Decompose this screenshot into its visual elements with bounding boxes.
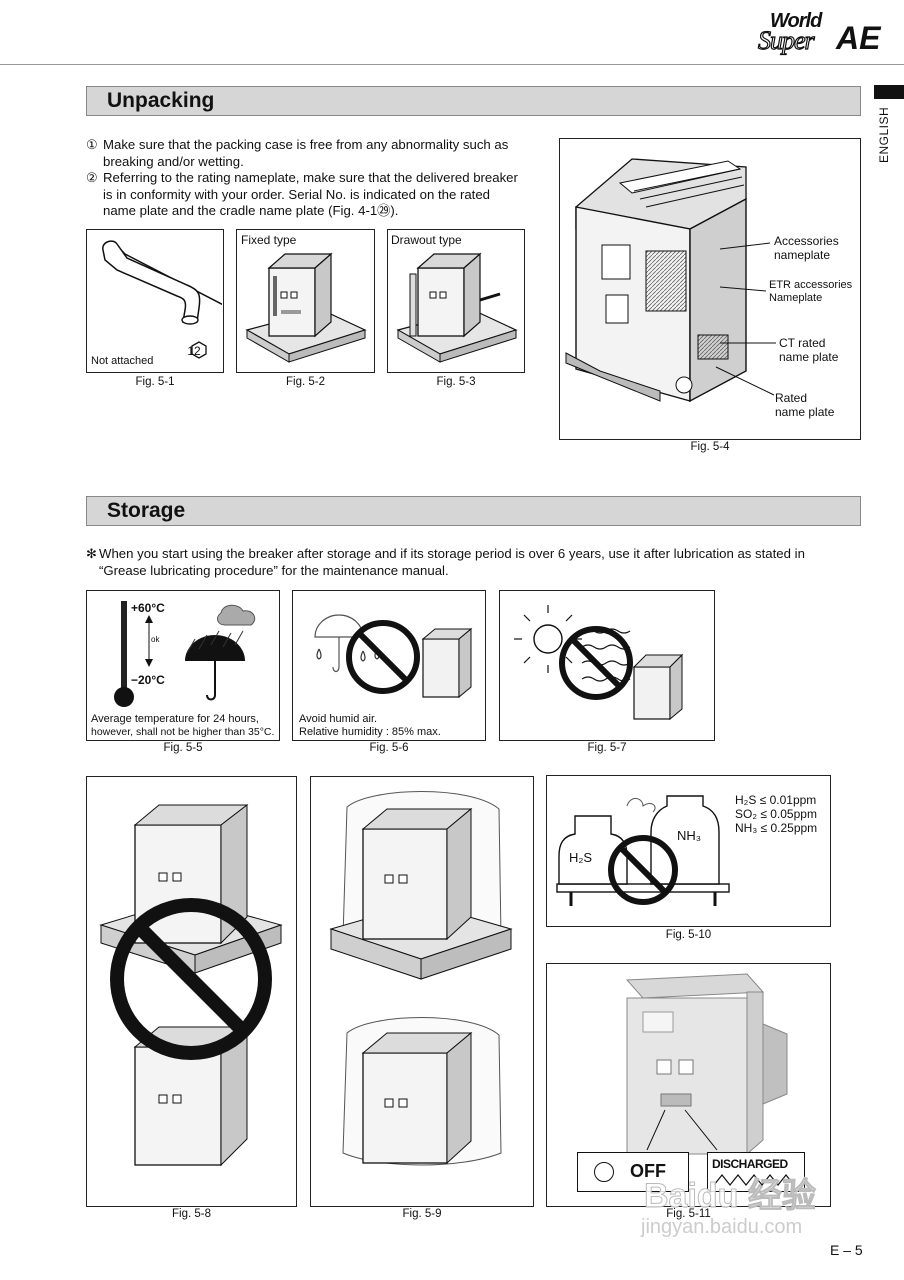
figure-5-4-caption: Fig. 5-4 bbox=[690, 441, 730, 453]
figure-5-8 bbox=[86, 776, 297, 1207]
fixed-type-label: Fixed type bbox=[241, 233, 297, 247]
spring-icon bbox=[713, 1174, 795, 1186]
discharged-label: DISCHARGED bbox=[712, 1157, 788, 1171]
figure-5-1-caption: Fig. 5-1 bbox=[135, 376, 175, 388]
h2s-limit: H₂S ≤ 0.01ppm bbox=[735, 793, 817, 807]
figure-5-2-caption: Fig. 5-2 bbox=[286, 376, 325, 388]
step-1: ① Make sure that the packing case is fre… bbox=[86, 137, 509, 169]
temp-text-2: however, shall not be higher than 35°C. bbox=[91, 726, 275, 738]
figure-5-6: Avoid humid air. Relative humidity : 85%… bbox=[292, 590, 486, 741]
ok-range-label: ok bbox=[151, 635, 160, 644]
bottle-h2s-label: H₂S bbox=[569, 850, 593, 865]
watermark-logo: Baidu 经验 bbox=[644, 1177, 817, 1216]
figure-5-5-caption: Fig. 5-5 bbox=[163, 742, 203, 754]
figure-5-10-caption: Fig. 5-10 bbox=[665, 929, 712, 941]
no-stacking-illustration bbox=[99, 803, 283, 1167]
unpacking-steps: ① Make sure that the packing case is fre… bbox=[86, 137, 536, 220]
etr-accessories-nameplate-label: ETR accessories Nameplate bbox=[769, 279, 853, 304]
header-rule bbox=[0, 64, 904, 65]
covered-storage-illustration bbox=[329, 791, 513, 1166]
nameplate-locations-illustration bbox=[565, 158, 776, 403]
min-temp-label: −20°C bbox=[131, 673, 165, 687]
logo-super: Super bbox=[757, 25, 815, 55]
discharged-indicator-callout: DISCHARGED bbox=[707, 1152, 805, 1192]
page-number: E – 5 bbox=[830, 1242, 863, 1258]
figure-5-11-caption: Fig. 5-11 bbox=[666, 1208, 711, 1220]
temperature-illustration bbox=[114, 601, 256, 707]
breaker-photo-illustration bbox=[625, 973, 788, 1156]
off-indicator-callout: OFF bbox=[577, 1152, 689, 1192]
not-attached-note: Not attached bbox=[91, 355, 154, 367]
humidity-text-1: Avoid humid air. bbox=[299, 713, 378, 725]
off-circle-icon bbox=[594, 1162, 614, 1182]
figure-5-2: Fixed type bbox=[236, 229, 375, 373]
drawout-type-label: Drawout type bbox=[391, 233, 462, 247]
note-mark: ✻ bbox=[86, 546, 98, 561]
figure-5-7-caption: Fig. 5-7 bbox=[587, 742, 627, 754]
bottle-nh3-label: NH₃ bbox=[677, 828, 702, 843]
figure-5-6-caption: Fig. 5-6 bbox=[369, 742, 409, 754]
figure-5-7 bbox=[499, 590, 715, 741]
watermark-url: jingyan.baidu.com bbox=[641, 1216, 803, 1238]
logo-world: World bbox=[770, 10, 822, 32]
humidity-illustration bbox=[314, 614, 473, 699]
figure-5-4: Accessories nameplate ETR accessories Na… bbox=[559, 138, 861, 440]
fixed-breaker-illustration bbox=[245, 252, 367, 363]
hex-wrench-illustration bbox=[102, 240, 222, 359]
ct-rated-nameplate-label: CT rated name plate bbox=[779, 336, 839, 364]
max-temp-label: +60°C bbox=[131, 601, 165, 615]
section-header-storage: Storage bbox=[86, 496, 861, 526]
drawout-breaker-illustration bbox=[396, 252, 518, 363]
figure-5-5: +60°C ok −20°C Average temperature for 2… bbox=[86, 590, 280, 741]
corrosive-gas-illustration bbox=[556, 795, 730, 906]
figure-5-3-caption: Fig. 5-3 bbox=[436, 376, 476, 388]
figure-5-9 bbox=[310, 776, 534, 1207]
figure-5-9-caption: Fig. 5-9 bbox=[402, 1208, 442, 1220]
side-tab bbox=[874, 85, 904, 99]
direct-sunlight-illustration bbox=[514, 605, 684, 721]
figure-5-11: OFF DISCHARGED bbox=[546, 963, 831, 1207]
nh3-limit: NH₃ ≤ 0.25ppm bbox=[735, 821, 818, 835]
language-label: ENGLISH bbox=[877, 106, 891, 163]
rated-nameplate-label: Rated name plate bbox=[775, 391, 835, 419]
off-label: OFF bbox=[630, 1161, 666, 1181]
figure-5-3: Drawout type bbox=[387, 229, 525, 373]
humidity-text-2: Relative humidity : 85% max. bbox=[299, 726, 441, 738]
storage-note: ✻ When you start using the breaker after… bbox=[86, 546, 805, 578]
figure-5-10: H₂S NH₃ H₂S ≤ 0.01ppm SO₂ ≤ 0.05ppm NH₃ … bbox=[546, 775, 831, 927]
logo-ae: AE bbox=[836, 20, 881, 56]
section-header-unpacking: Unpacking bbox=[86, 86, 861, 116]
figure-5-1: Not attached 12 bbox=[86, 229, 224, 373]
so2-limit: SO₂ ≤ 0.05ppm bbox=[735, 807, 817, 821]
step-2: ② Referring to the rating nameplate, mak… bbox=[86, 170, 518, 218]
accessories-nameplate-label: Accessories nameplate bbox=[774, 234, 839, 262]
figure-5-8-caption: Fig. 5-8 bbox=[172, 1208, 211, 1220]
temp-text-1: Average temperature for 24 hours, bbox=[91, 713, 259, 725]
hex-size-badge: 12 bbox=[187, 344, 201, 358]
